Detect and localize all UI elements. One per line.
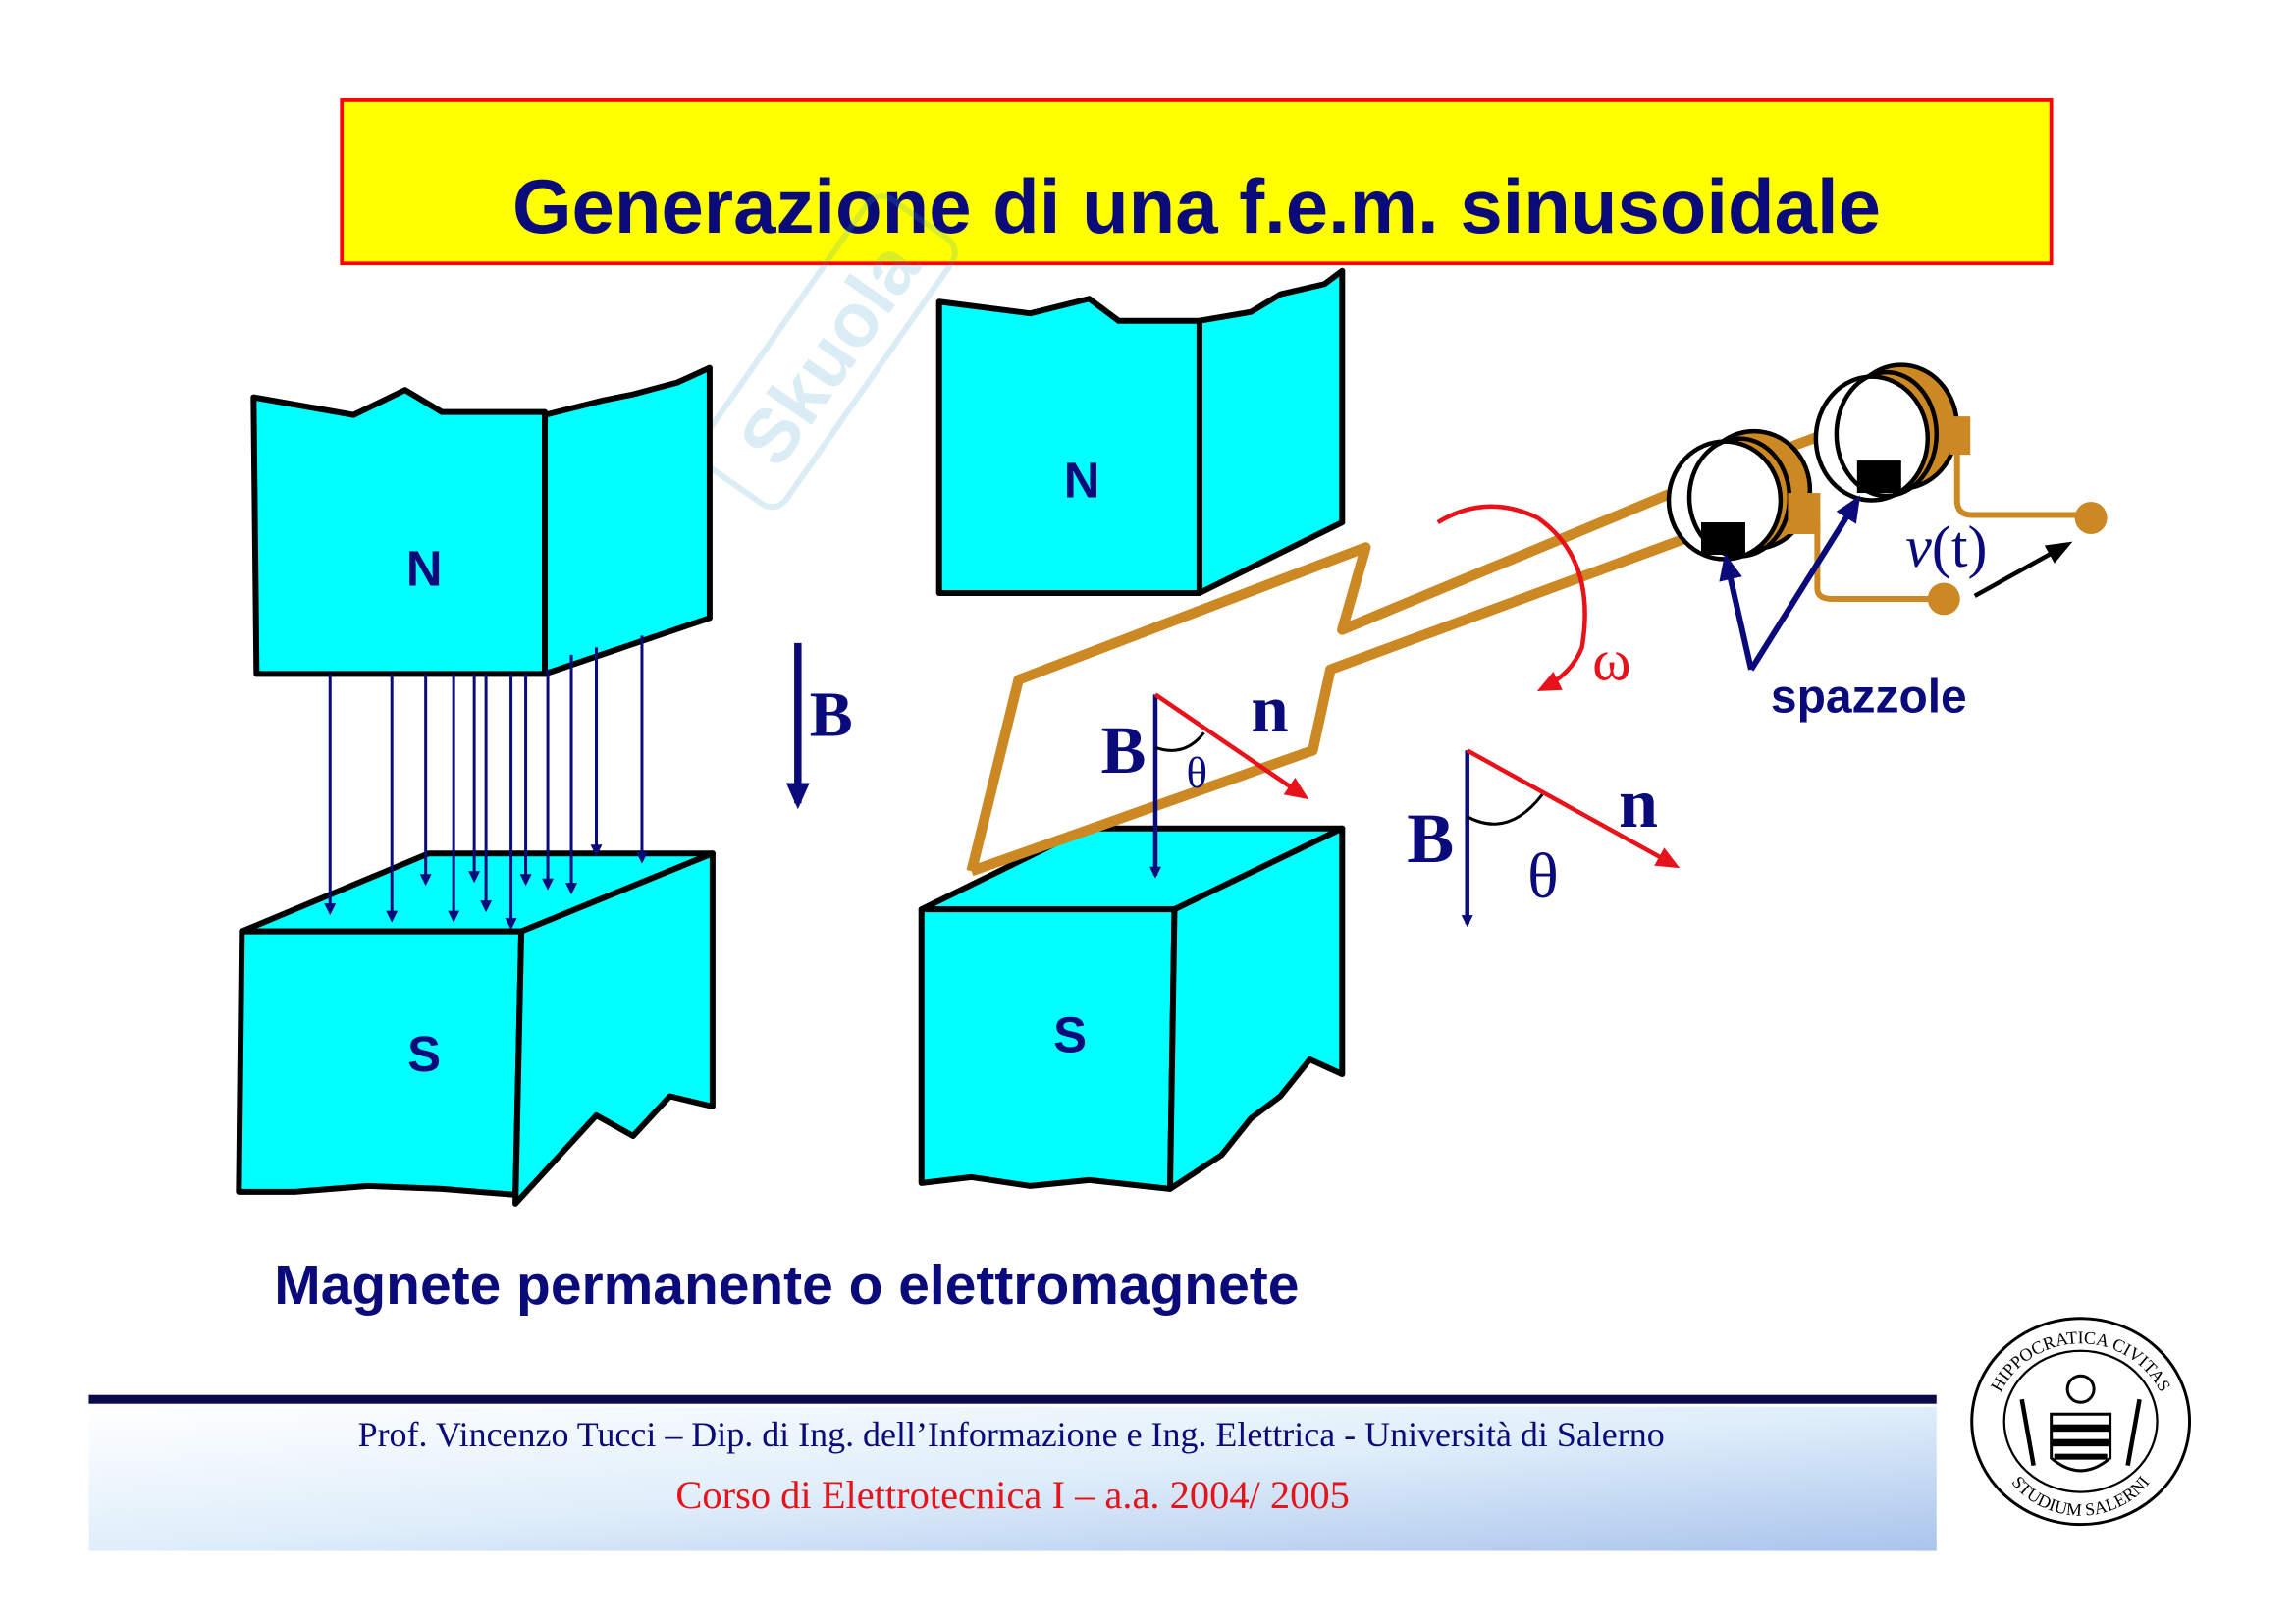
terminal-1 bbox=[1927, 582, 1960, 616]
rotation-arrow-icon bbox=[1436, 504, 1587, 692]
vector-angle-arc bbox=[1466, 793, 1544, 826]
voltage-label: v(t) bbox=[1905, 514, 1987, 579]
vector-angle-label: θ bbox=[1527, 840, 1559, 912]
slide-title: Generazione di una f.e.m. sinusoidale bbox=[512, 163, 1881, 249]
magnet-1-south-label: S bbox=[407, 1026, 441, 1082]
field-lines bbox=[324, 635, 648, 931]
omega-label: ω bbox=[1592, 627, 1630, 692]
brush-pointers bbox=[1719, 495, 1861, 672]
university-seal: HIPPOCRATICA CIVITAS STUDIUM SALERNI bbox=[1970, 1317, 2192, 1527]
coil-angle-label: θ bbox=[1186, 748, 1207, 797]
magnet-2-south-label: S bbox=[1053, 1007, 1087, 1063]
brushes-label: spazzole bbox=[1771, 671, 1967, 723]
title-banner: Generazione di una f.e.m. sinusoidale bbox=[340, 98, 2054, 266]
vector-field-label: B bbox=[1407, 799, 1454, 878]
coil-angle-arc bbox=[1154, 731, 1205, 752]
magnet-2-north-label: N bbox=[1064, 453, 1100, 509]
vector-normal-arrow-icon bbox=[1466, 748, 1681, 869]
voltage-arrow-icon bbox=[1973, 541, 2073, 598]
coil-normal-label: n bbox=[1251, 672, 1288, 746]
magnet-2 bbox=[918, 267, 1346, 1192]
terminal-2 bbox=[2074, 502, 2108, 535]
coil-normal-arrow-icon bbox=[1153, 692, 1309, 800]
footer: Prof. Vincenzo Tucci – Dip. di Ing. dell… bbox=[88, 1394, 1937, 1551]
slip-rings bbox=[1666, 362, 1971, 562]
vector-normal-label: n bbox=[1619, 764, 1658, 842]
field-label: B bbox=[810, 678, 853, 750]
caption: Magnete permanente o elettromagnete bbox=[274, 1254, 1299, 1317]
output-leads bbox=[1814, 449, 2090, 602]
footer-author: Prof. Vincenzo Tucci – Dip. di Ing. dell… bbox=[358, 1415, 1665, 1454]
coil-field-label: B bbox=[1101, 713, 1147, 787]
footer-course: Corso di Elettrotecnica I – a.a. 2004/ 2… bbox=[675, 1473, 1349, 1517]
magnet-1-north-label: N bbox=[406, 540, 443, 596]
